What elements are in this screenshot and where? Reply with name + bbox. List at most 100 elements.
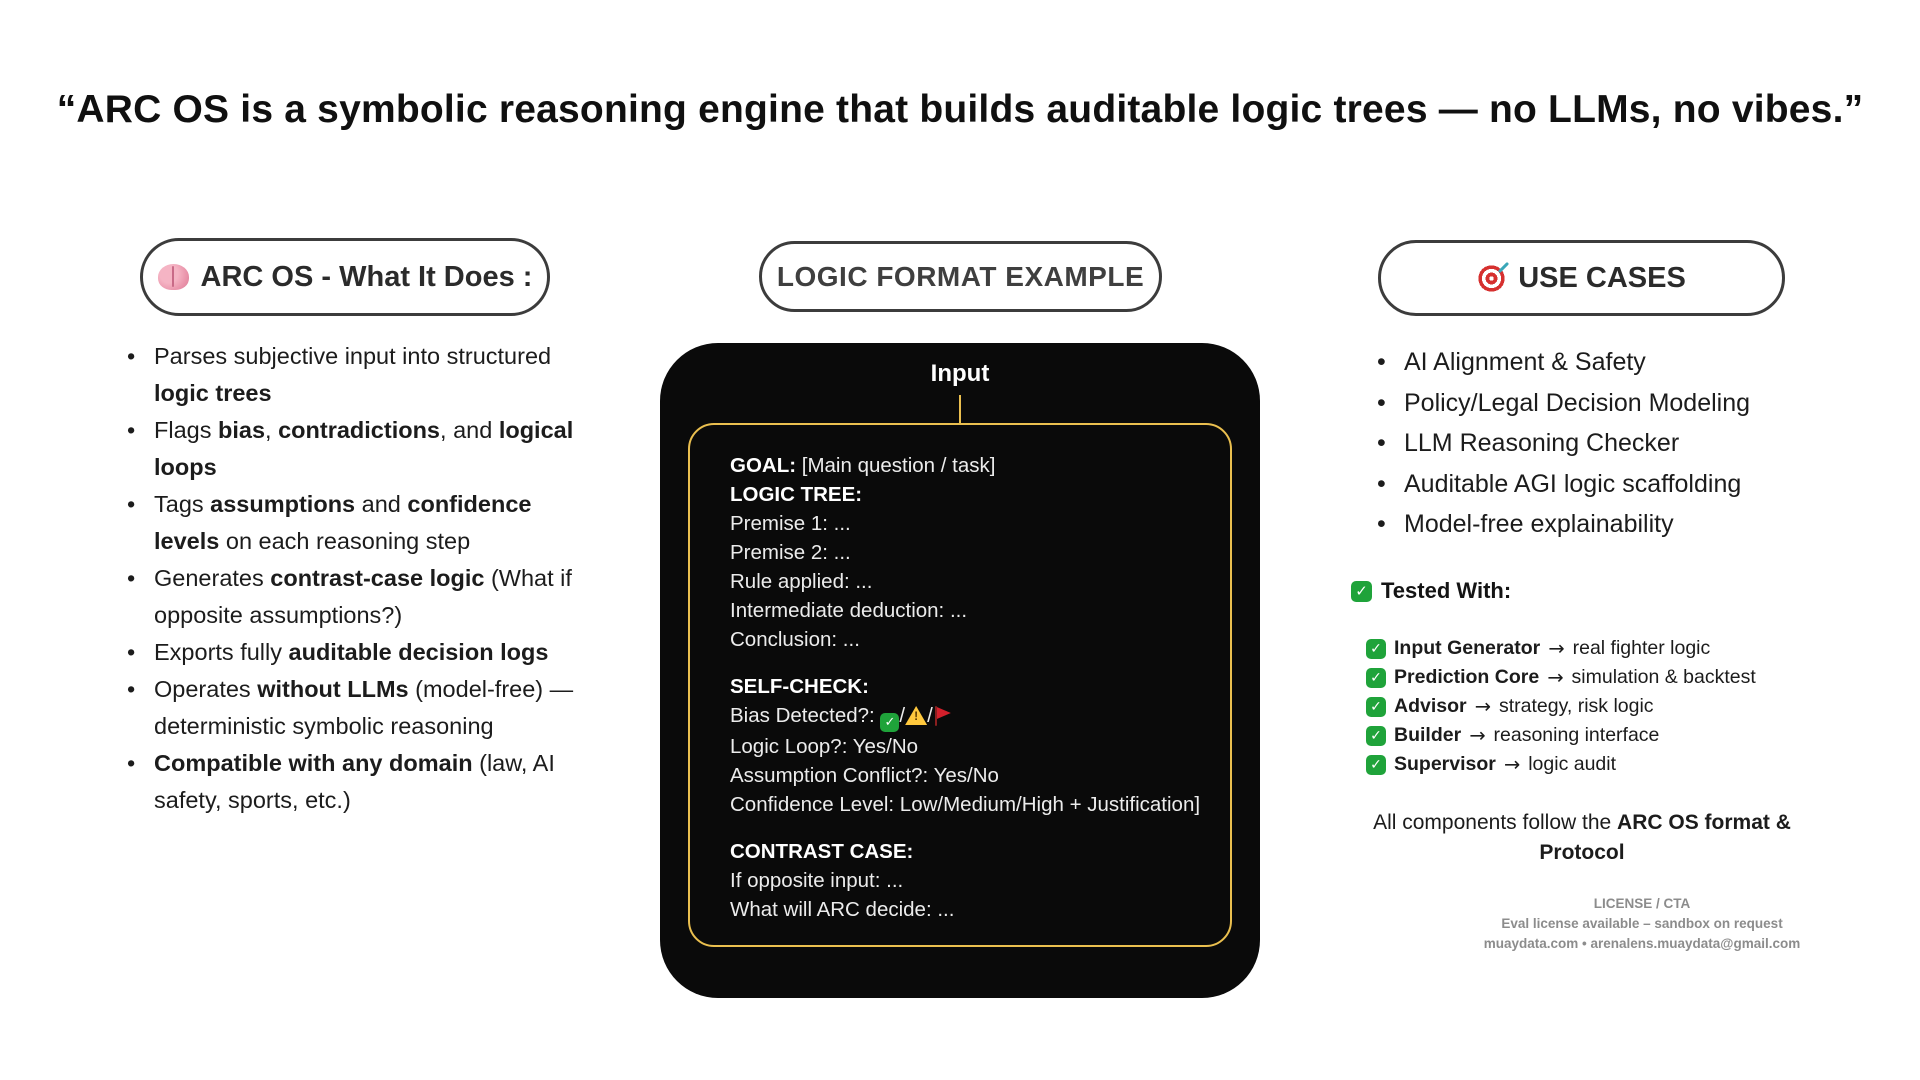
check-icon	[880, 713, 900, 732]
text-segment: Confidence Level: Low/Medium/High + Just…	[730, 793, 1201, 816]
input-label: Input	[930, 360, 990, 387]
text-segment: [Main question / task]	[796, 454, 996, 477]
list-item: Operates without LLMs (model-free) — det…	[124, 671, 576, 745]
text-segment: Flags	[154, 417, 218, 443]
arrow-right-icon: →	[1503, 753, 1521, 776]
use-cases-header-pill: USE CASES	[1378, 240, 1785, 316]
list-item: Policy/Legal Decision Modeling	[1377, 383, 1837, 424]
license-contact-line: muaydata.com • arenalens.muaydata@gmail.…	[1483, 936, 1801, 951]
code-line: Premise 2: ...	[730, 538, 1212, 567]
code-line: If opposite input: ...	[730, 866, 1212, 895]
list-item: Auditable AGI logic scaffolding	[1377, 464, 1837, 505]
logic-format-header-pill: LOGIC FORMAT EXAMPLE	[759, 241, 1162, 312]
list-item: Generates contrast-case logic (What if o…	[124, 560, 576, 634]
arrow-right-icon: →	[1547, 666, 1564, 689]
text-segment: Operates	[154, 676, 258, 702]
text-segment: /	[899, 704, 906, 727]
text-segment: Rule applied: ...	[730, 570, 873, 593]
tested-with-label: Tested With:	[1381, 578, 1512, 603]
tested-item-desc: simulation & backtest	[1571, 666, 1756, 688]
text-segment: bias	[218, 417, 266, 443]
code-section-contrast-case: CONTRAST CASE: If opposite input: ... What…	[730, 837, 1212, 924]
text-segment: confidence levels	[154, 491, 532, 554]
list-item: Parses subjective input into structured …	[124, 338, 576, 412]
text-segment: auditable decision logs	[288, 639, 549, 665]
logic-example-box: Input GOAL: [Main question / task] LOGIC …	[660, 343, 1260, 998]
target-icon	[1477, 263, 1507, 293]
tested-item-name: Input Generator	[1394, 637, 1541, 659]
text-segment: (What if opposite assumptions?)	[154, 565, 572, 628]
tested-item-desc: reasoning interface	[1493, 724, 1660, 746]
list-item: Model-free explainability	[1377, 504, 1837, 545]
tested-item: Supervisor→logic audit	[1366, 750, 1756, 779]
code-line: Logic Loop?: Yes/No	[730, 732, 1212, 761]
text-segment: All components follow the	[1373, 811, 1618, 834]
arrow-right-icon: →	[1474, 695, 1491, 718]
list-item: LLM Reasoning Checker	[1377, 423, 1837, 464]
arrow-right-icon: →	[1548, 637, 1565, 660]
check-icon	[1351, 580, 1372, 602]
list-item: AI Alignment & Safety	[1377, 342, 1837, 383]
check-icon	[1366, 754, 1386, 775]
text-segment: logical loops	[154, 417, 574, 480]
text-segment: /	[927, 704, 933, 727]
text-segment: Conclusion: ...	[730, 628, 860, 651]
text-segment: on each reasoning step	[219, 528, 471, 554]
use-cases-header-label: USE CASES	[1518, 261, 1686, 294]
list-item: Flags bias, contradictions, and logical …	[124, 412, 576, 486]
text-segment: Generates	[154, 565, 271, 591]
code-line: GOAL: [Main question / task]	[730, 451, 1212, 480]
tested-with-title: Tested With:	[1351, 578, 1511, 604]
text-segment: Assumption Conflict?: Yes/No	[730, 764, 999, 787]
text-segment: Exports fully	[154, 639, 289, 665]
tested-item: Builder → reasoning interface	[1366, 721, 1756, 750]
text-segment: Premise 1: ...	[730, 512, 851, 535]
what-it-does-list: Parses subjective input into structured …	[124, 338, 576, 819]
text-segment: Intermediate deduction: ...	[730, 599, 968, 622]
code-line: Rule applied: ...	[730, 567, 1212, 596]
license-eval-line: Eval license available – sandbox on requ…	[1501, 916, 1783, 931]
text-segment: Bias Detected?:	[730, 704, 881, 727]
text-segment: logic trees	[154, 380, 272, 406]
text-segment: assumptions	[210, 491, 356, 517]
text-segment: and	[355, 491, 408, 517]
text-segment: without LLMs	[257, 676, 409, 702]
check-icon	[1366, 696, 1386, 717]
page-title: “ARC OS is a symbolic reasoning engine t…	[56, 88, 1864, 131]
text-segment: (model-free) — deterministic symbolic re…	[154, 676, 574, 739]
tested-item: Advisor→strategy, risk logic	[1366, 692, 1756, 721]
code-line: SELF-CHECK:	[730, 672, 1212, 701]
text-segment: GOAL:	[730, 454, 797, 477]
text-segment: CONTRAST CASE:	[730, 840, 914, 863]
check-icon	[1366, 667, 1386, 688]
code-line: Bias Detected?: / /	[730, 701, 1212, 732]
code-line: Intermediate deduction: ...	[730, 596, 1212, 625]
text-segment: , and	[440, 417, 499, 443]
tested-item-desc: real fighter logic	[1572, 637, 1711, 659]
text-segment: LOGIC TREE:	[730, 483, 863, 506]
input-connector-line	[959, 395, 961, 423]
arrow-right-icon: →	[1469, 724, 1486, 747]
tested-item-name: Builder	[1394, 724, 1462, 746]
flag-icon	[933, 706, 952, 726]
list-item: Compatible with any domain (law, AI safe…	[124, 745, 576, 819]
list-item: Exports fully auditable decision logs	[124, 634, 576, 671]
code-section-goal-logic-tree: GOAL: [Main question / task] LOGIC TREE: P…	[730, 451, 1212, 654]
license-title: LICENSE / CTA	[1593, 896, 1691, 911]
code-line: Assumption Conflict?: Yes/No	[730, 761, 1212, 790]
tested-item-desc: logic audit	[1528, 753, 1617, 775]
tested-item: Input Generator → real fighter logic	[1366, 634, 1756, 663]
code-line: CONTRAST CASE:	[730, 837, 1212, 866]
check-icon	[1366, 725, 1386, 746]
list-item: Tags assumptions and confidence levels o…	[124, 486, 576, 560]
use-cases-list: AI Alignment & SafetyPolicy/Legal Decisi…	[1377, 342, 1837, 545]
logic-format-code-panel: GOAL: [Main question / task] LOGIC TREE: P…	[688, 423, 1232, 947]
text-segment: Premise 2: ...	[730, 541, 851, 564]
components-footer: All components follow the ARC OS format …	[1340, 808, 1824, 868]
text-segment: What will ARC decide: ...	[730, 898, 955, 921]
code-line: Confidence Level: Low/Medium/High + Just…	[730, 790, 1212, 819]
code-line: Conclusion: ...	[730, 625, 1212, 654]
code-section-self-check: SELF-CHECK: Bias Detected?: / / Logic Loop?…	[730, 672, 1212, 819]
text-segment: contrast-case logic	[270, 565, 485, 591]
logic-format-header-label: LOGIC FORMAT EXAMPLE	[776, 260, 1145, 292]
